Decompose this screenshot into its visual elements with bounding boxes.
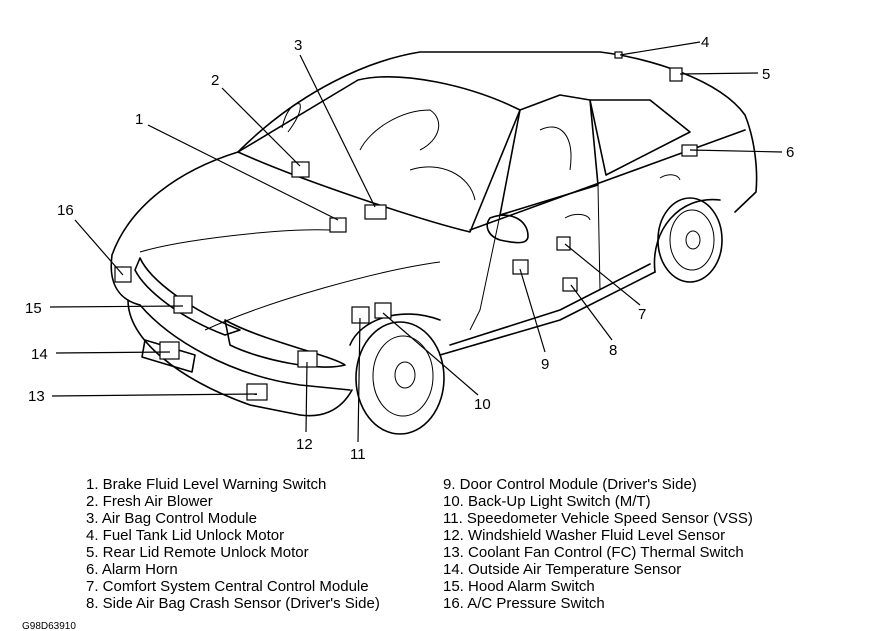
leader-2	[221, 87, 301, 167]
legend-item: 6. Alarm Horn	[86, 561, 178, 578]
marker-15	[173, 295, 193, 314]
leader-4	[619, 41, 701, 56]
leader-7	[564, 243, 641, 306]
leader-6	[689, 149, 783, 153]
callout-10: 10	[474, 396, 491, 413]
legend-item: 3. Air Bag Control Module	[86, 510, 257, 527]
legend-item: 2. Fresh Air Blower	[86, 493, 213, 510]
callout-12: 12	[296, 436, 313, 453]
legend-item: 1. Brake Fluid Level Warning Switch	[86, 476, 327, 493]
marker-10	[374, 302, 392, 319]
leader-3	[299, 54, 376, 208]
leader-15	[49, 305, 184, 308]
legend-item: 10. Back-Up Light Switch (M/T)	[443, 493, 651, 510]
leader-10	[382, 312, 479, 396]
marker-13	[246, 383, 268, 401]
marker-8	[562, 277, 578, 292]
callout-11: 11	[350, 446, 366, 463]
legend-item: 16. A/C Pressure Switch	[443, 595, 605, 612]
legend-item: 5. Rear Lid Remote Unlock Motor	[86, 544, 309, 561]
callout-13: 13	[28, 388, 45, 405]
leader-13	[51, 393, 258, 397]
car-illustration: 1 2 3 4 5 6 7 8 9 10 11 12 13 14 15 16	[25, 34, 794, 463]
leader-9	[519, 268, 546, 353]
marker-3	[364, 204, 387, 220]
callout-2: 2	[211, 72, 219, 89]
legend-item: 8. Side Air Bag Crash Sensor (Driver's S…	[86, 595, 380, 612]
leader-1	[147, 124, 339, 221]
rear-wheel	[653, 197, 723, 283]
leader-lines	[49, 41, 783, 443]
marker-9	[512, 259, 529, 275]
legend-item: 15. Hood Alarm Switch	[443, 578, 595, 595]
car-body-outline	[110, 51, 758, 417]
leader-5	[679, 72, 759, 75]
callout-3: 3	[294, 37, 302, 54]
legend-item: 7. Comfort System Central Control Module	[86, 578, 369, 595]
callout-numbers: 1 2 3 4 5 6 7 8 9 10 11 12 13 14 15 16	[25, 34, 794, 463]
figure-code: G98D63910	[22, 621, 76, 631]
callout-1: 1	[135, 111, 143, 128]
callout-6: 6	[786, 144, 794, 161]
callout-7: 7	[638, 306, 646, 323]
leader-12	[305, 361, 308, 433]
callout-5: 5	[762, 66, 770, 83]
leader-11	[357, 317, 361, 443]
callout-15: 15	[25, 300, 42, 317]
leader-16	[74, 219, 124, 276]
component-markers	[114, 51, 698, 401]
front-wheel	[349, 313, 445, 435]
marker-1	[329, 217, 347, 233]
legend-item: 13. Coolant Fan Control (FC) Thermal Swi…	[443, 544, 744, 561]
legend-item: 12. Windshield Washer Fluid Level Sensor	[443, 527, 726, 544]
legend-item: 11. Speedometer Vehicle Speed Sensor (VS…	[443, 510, 753, 527]
marker-7	[556, 236, 571, 251]
legend-item: 9. Door Control Module (Driver's Side)	[443, 476, 697, 493]
legend-left-column: 1. Brake Fluid Level Warning Switch 2. F…	[86, 476, 380, 612]
legend-item: 4. Fuel Tank Lid Unlock Motor	[86, 527, 285, 544]
callout-14: 14	[31, 346, 48, 363]
callout-16: 16	[57, 202, 74, 219]
callout-8: 8	[609, 342, 617, 359]
callout-9: 9	[541, 356, 549, 373]
marker-14	[159, 341, 180, 360]
legend-item: 14. Outside Air Temperature Sensor	[443, 561, 682, 578]
callout-4: 4	[701, 34, 709, 51]
legend-right-column: 9. Door Control Module (Driver's Side) 1…	[443, 476, 753, 612]
leader-8	[570, 284, 613, 341]
leader-14	[55, 351, 171, 354]
marker-2	[291, 161, 310, 178]
